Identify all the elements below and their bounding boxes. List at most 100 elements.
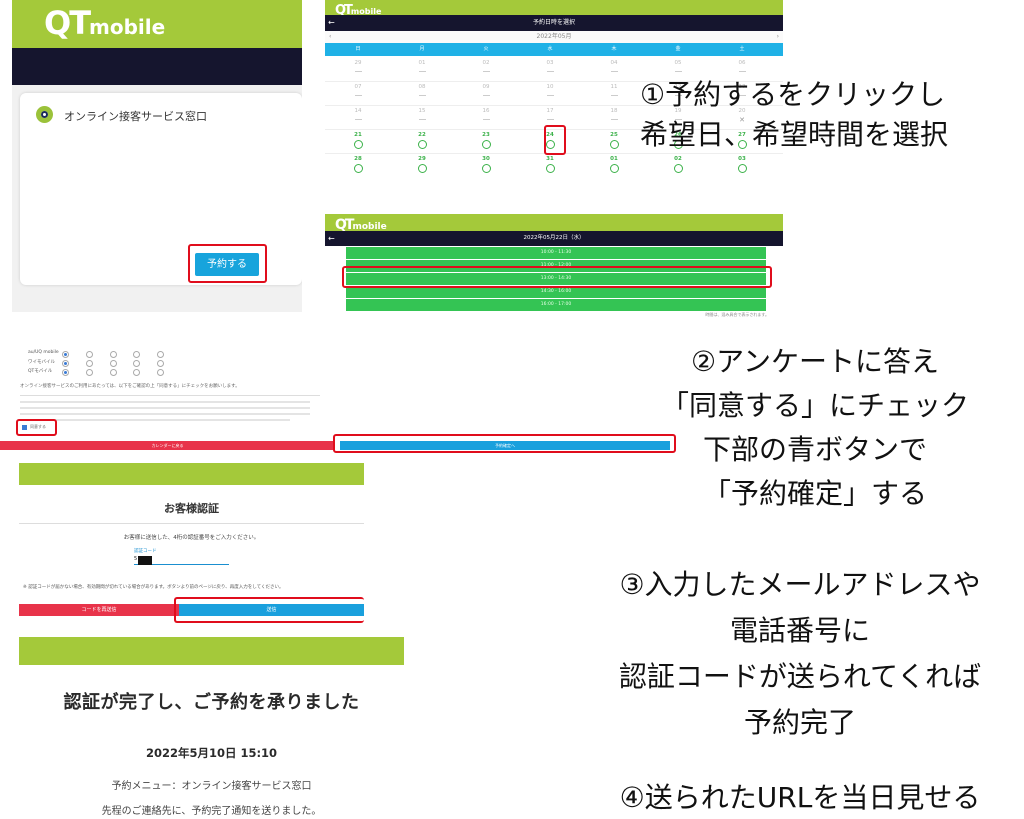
- survey-radio[interactable]: [133, 360, 140, 367]
- survey-radio[interactable]: [157, 360, 164, 367]
- reserve-button[interactable]: 予約する: [195, 253, 259, 276]
- past-day: 08: [407, 83, 437, 101]
- available-day[interactable]: 21: [343, 131, 373, 149]
- dash-icon: [418, 95, 426, 96]
- time-slot-button[interactable]: 10:00 - 11:30: [346, 247, 766, 259]
- unavailable-x-icon: ✕: [739, 116, 745, 124]
- available-circle-icon: [609, 164, 619, 173]
- available-day[interactable]: 26: [663, 131, 693, 149]
- highlight-box: [544, 125, 566, 155]
- past-day: 16: [471, 107, 501, 125]
- past-day: 02: [471, 59, 501, 77]
- prev-month-button[interactable]: ‹: [329, 33, 332, 40]
- back-arrow-icon[interactable]: ←: [328, 18, 335, 27]
- code-label: 認証コード: [134, 549, 157, 554]
- survey-radio[interactable]: [62, 351, 69, 358]
- survey-radio[interactable]: [62, 369, 69, 376]
- survey-row-label: QTモバイル: [28, 369, 53, 374]
- available-day[interactable]: 23: [471, 131, 501, 149]
- survey-radio[interactable]: [110, 360, 117, 367]
- day-number: 28: [354, 156, 362, 162]
- day-number: 25: [610, 132, 618, 138]
- available-day[interactable]: 27: [727, 131, 757, 149]
- survey-radio[interactable]: [62, 360, 69, 367]
- back-arrow-icon[interactable]: ←: [328, 234, 335, 243]
- past-day: 11: [599, 83, 629, 101]
- consent-text: オンライン接客サービスのご利用にあたっては、以下をご確認の上「同意する」にチェッ…: [20, 384, 240, 389]
- time-slot-button[interactable]: 16:00 - 17:00: [346, 299, 766, 311]
- resend-code-button[interactable]: コードを再送信: [19, 604, 179, 616]
- available-day[interactable]: 01: [599, 155, 629, 173]
- auth-note: ※ 認証コードが届かない場合、有効期間が切れている場合があります。ボタンより前の…: [23, 585, 284, 590]
- survey-radio[interactable]: [86, 360, 93, 367]
- survey-radio[interactable]: [86, 369, 93, 376]
- survey-radio[interactable]: [133, 369, 140, 376]
- instruction-line: 「同意する」にチェック: [660, 389, 969, 422]
- past-day: 17: [535, 107, 565, 125]
- available-circle-icon: [673, 140, 683, 149]
- agree-label: 同意する: [30, 424, 46, 429]
- available-day[interactable]: 28: [343, 155, 373, 173]
- survey-radio[interactable]: [133, 351, 140, 358]
- slot-note: 時間は、混み具合で表示されます。: [705, 312, 769, 317]
- available-day[interactable]: 25: [599, 131, 629, 149]
- calendar-title-bar: ← 予約日時を選択: [325, 15, 783, 31]
- available-day[interactable]: 30: [471, 155, 501, 173]
- instruction-line: 下部の青ボタンで: [702, 433, 927, 466]
- qt-mobile-logo: QTmobile: [335, 3, 382, 18]
- time-slot-button[interactable]: 13:00 - 14:30: [346, 273, 766, 285]
- instruction-line: ①予約するをクリックし: [640, 78, 946, 111]
- available-circle-icon: [417, 164, 427, 173]
- qt-mobile-logo: QTmobile: [44, 4, 166, 42]
- instruction-line: 「予約確定」する: [702, 477, 927, 510]
- chat-icon: [36, 106, 53, 123]
- past-day: 01: [407, 59, 437, 77]
- available-day[interactable]: 03: [727, 155, 757, 173]
- confirm-reservation-button[interactable]: 予約確定へ: [340, 441, 670, 450]
- day-number: 24: [546, 132, 554, 138]
- text-line: [20, 401, 310, 403]
- month-nav: ‹ 2022年05月 ›: [325, 31, 783, 43]
- dash-icon: [482, 95, 490, 96]
- available-circle-icon: [353, 164, 363, 173]
- available-day[interactable]: 22: [407, 131, 437, 149]
- survey-radio[interactable]: [157, 369, 164, 376]
- dash-icon: [610, 95, 618, 96]
- available-day[interactable]: 02: [663, 155, 693, 173]
- past-day: 04: [599, 59, 629, 77]
- available-circle-icon: [737, 164, 747, 173]
- past-day: 12: [663, 83, 693, 101]
- auth-message: お客様に送信した、4桁の認証番号をご入力ください。: [123, 535, 260, 541]
- available-circle-icon: [609, 140, 619, 149]
- next-month-button[interactable]: ›: [776, 33, 779, 40]
- survey-radio[interactable]: [86, 351, 93, 358]
- available-circle-icon: [737, 140, 747, 149]
- available-day[interactable]: 31: [535, 155, 565, 173]
- day-number: 11: [610, 84, 618, 90]
- highlight-box: [188, 244, 267, 283]
- past-day: 10: [535, 83, 565, 101]
- submit-button[interactable]: 送信: [179, 604, 364, 616]
- survey-radio[interactable]: [157, 351, 164, 358]
- available-day[interactable]: 24: [535, 131, 565, 149]
- dash-icon: [354, 95, 362, 96]
- highlight-box: [342, 266, 772, 288]
- day-number: 01: [418, 60, 426, 66]
- dash-icon: [546, 71, 554, 72]
- instruction-step2: ②アンケートに答え 「同意する」にチェック 下部の青ボタンで 「予約確定」する: [630, 340, 1000, 516]
- weekday-label: 火: [483, 46, 489, 52]
- code-input[interactable]: [134, 555, 229, 565]
- agree-checkbox[interactable]: [22, 425, 27, 430]
- day-number: 05: [674, 60, 682, 66]
- time-slot-button[interactable]: 14:30 - 16:00: [346, 286, 766, 298]
- day-number: 22: [418, 132, 426, 138]
- survey-radio[interactable]: [110, 351, 117, 358]
- weekday-label: 金: [675, 46, 681, 52]
- complete-title: 認証が完了し、ご予約を承りました: [63, 692, 360, 713]
- available-day[interactable]: 29: [407, 155, 437, 173]
- survey-radio[interactable]: [110, 369, 117, 376]
- header-bar: [19, 637, 404, 665]
- available-circle-icon: [481, 164, 491, 173]
- back-to-calendar-button[interactable]: カレンダーに戻る: [0, 441, 335, 450]
